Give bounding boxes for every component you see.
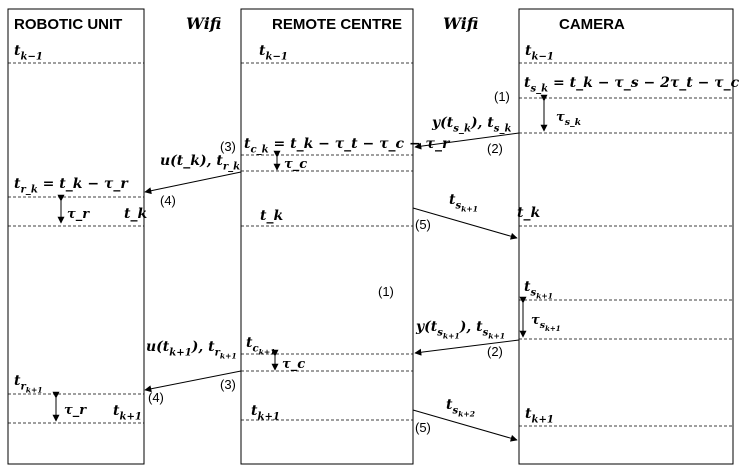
step-cam-1: (1) [494, 89, 510, 104]
msg-arrow-y-kp1 [414, 339, 520, 356]
remote-label-tkp1: tk+1​ [251, 403, 280, 422]
robot-label-trk-eq: tr_k​ = t_k − τ_r [14, 176, 129, 196]
msg-label-y-k: y(ts_k​), ts_k​ [431, 115, 511, 135]
robot-label-tk: t_k [124, 206, 147, 222]
camera-label-tk: t_k [517, 205, 540, 221]
robot-label-trk1: trk+1​​ [14, 373, 43, 395]
step-cam-2a: (2) [487, 141, 503, 156]
step-rem-3a: (3) [220, 139, 236, 154]
camera-label-tskp1: tsk+1​​ [524, 279, 553, 301]
msg-label-u-k: u(t_k), tr_k​ [160, 153, 240, 173]
msg-label-u-kp1: u(tk+1​), trk+1​​ [146, 339, 237, 361]
remote-label-tk: t_k [260, 208, 283, 224]
camera-label-tauskp1: τsk+1​​ [531, 313, 561, 333]
robot-label-tk1: tk−1​ [14, 43, 43, 62]
robot-label-tkp1: tk+1​ [113, 403, 142, 422]
remote-label-tauc-b: τ_c [282, 357, 305, 372]
robot-label-taur-b: τ_r [64, 403, 87, 418]
robotic-unit-header: ROBOTIC UNIT [14, 16, 122, 33]
step-rob-4a: (4) [160, 193, 176, 208]
msg-label-ts-kp1: tsk+1​​ [449, 192, 478, 214]
msg-arrow-ts-kp1 [412, 207, 518, 240]
msg-label-ts-kp2: tsk+2​​ [446, 397, 475, 419]
wifi-label-right: Wifi [443, 14, 478, 33]
remote-label-tckp1: tck+1​​ [246, 335, 275, 357]
camera-header: CAMERA [559, 16, 625, 33]
step-rem-3b: (3) [220, 377, 236, 392]
remote-label-tck-eq: tc_k​ = t_k − τ_t − τ_c − τ_r [244, 136, 451, 156]
remote-centre-column [240, 8, 414, 465]
wifi-label-left: Wifi [186, 14, 221, 33]
camera-label-tkp1: tk+1​ [525, 406, 554, 425]
robotic-unit-column [7, 8, 145, 465]
step-rem-5a: (5) [415, 217, 431, 232]
msg-arrow-ts-kp2 [412, 409, 518, 442]
remote-label-tk1: tk−1​ [259, 43, 288, 62]
camera-column [518, 8, 734, 465]
camera-label-tausk: τs_k​ [556, 110, 582, 128]
msg-arrow-u-kp1 [144, 370, 242, 393]
step-rob-4b: (4) [148, 390, 164, 405]
step-cam-2b: (2) [487, 344, 503, 359]
step-mid-1: (1) [378, 284, 394, 299]
msg-label-y-kp1: y(tsk+1​​), tsk+1​​ [415, 319, 505, 341]
remote-centre-header: REMOTE CENTRE [272, 16, 402, 33]
msg-arrow-y-k [414, 132, 520, 150]
step-rem-5b: (5) [415, 420, 431, 435]
robot-label-taur-a: τ_r [67, 207, 90, 222]
camera-label-tsk-eq: ts_k​ = t_k − τ_s − 2τ_t − τ_c − τ_r [524, 75, 739, 95]
remote-label-tauc-a: τ_c [284, 157, 307, 172]
camera-label-tk1: tk−1​ [525, 43, 554, 62]
msg-arrow-u-k [144, 171, 242, 195]
